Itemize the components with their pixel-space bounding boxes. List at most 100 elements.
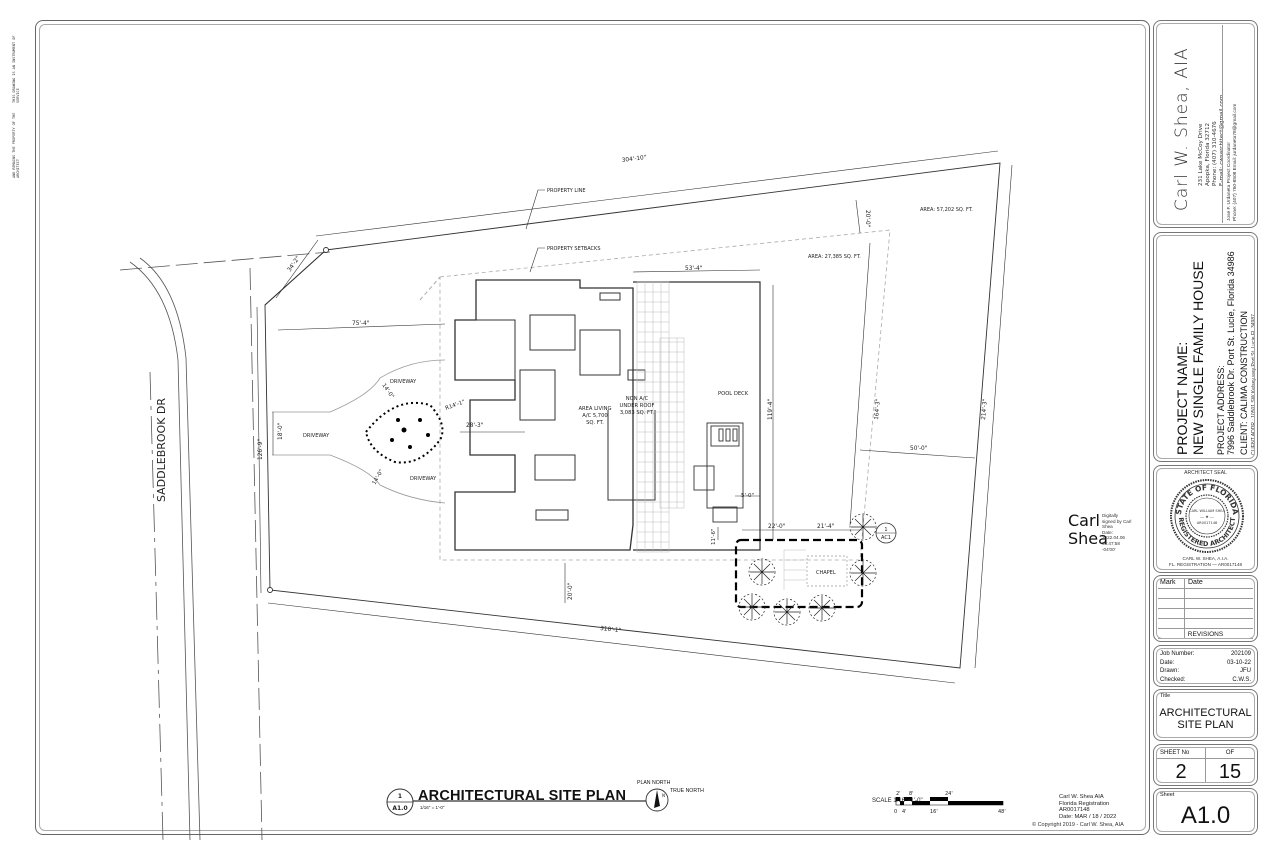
scale-tick-bottom: 16' xyxy=(930,809,938,815)
col-mark: Mark xyxy=(1158,579,1185,588)
property-setbacks-label: PROPERTY SETBACKS xyxy=(547,246,601,252)
driveway-label-left: DRIVEWAY xyxy=(303,433,330,439)
title-block: Title ARCHITECTURAL SITE PLAN xyxy=(1153,689,1258,741)
registration-stamp: Carl W. Shea AIA Florida Registration AR… xyxy=(1059,794,1116,820)
divider xyxy=(1222,25,1223,223)
scale-bar xyxy=(895,797,1004,806)
house-footprint xyxy=(454,279,761,551)
col-date: Date xyxy=(1188,579,1203,586)
job-value: 202109 xyxy=(1230,651,1251,657)
architect-seal-icon: STATE OF FLORIDA REGISTERED ARCHITECT CA… xyxy=(1170,479,1244,553)
dim-right-line: 214'-3" xyxy=(981,398,989,420)
setback-line xyxy=(439,229,891,561)
sheet-number-block: SHEET No 2 OF 15 xyxy=(1153,744,1258,786)
dim-line-right xyxy=(974,164,1013,669)
stamp-line: Carl W. Shea AIA xyxy=(1059,794,1104,800)
project-coordinator: Jose F. Urdaneta Project Coordinator Pho… xyxy=(1227,104,1239,221)
revisions-header: Mark Date xyxy=(1158,579,1253,589)
non-ac-label-3: 3,083 SQ. FT. xyxy=(620,410,655,416)
dim-chapel-w2: 21'-4" xyxy=(817,524,835,530)
address-line: 231 Lake McCoy Drive xyxy=(1198,123,1204,187)
view-title: ARCHITECTURAL SITE PLAN xyxy=(418,788,627,804)
title-line-1: ARCHITECTURAL xyxy=(1159,707,1252,719)
north-arrow-icon xyxy=(645,788,669,812)
revision-date xyxy=(1185,609,1253,618)
dim-top: 304'-10" xyxy=(622,155,648,164)
detail-ref-sheet: AC1 xyxy=(881,535,891,541)
dim-front-setback: 75'-4" xyxy=(352,321,370,327)
tree xyxy=(748,558,776,586)
sheet-label: Sheet xyxy=(1160,792,1175,798)
address-line: Phone: (407) 310-4676 xyxy=(1212,121,1218,186)
dim-chapel-offset: 11'-6" xyxy=(711,528,717,545)
area-setback-label: AREA: 27,385 SQ. FT. xyxy=(808,254,861,260)
job-label: Checked: xyxy=(1160,676,1186,683)
scale-tick-bottom: 4' xyxy=(902,809,907,815)
property-corner-angled xyxy=(264,249,327,306)
sheet-no-col: SHEET No 2 xyxy=(1157,748,1205,783)
revision-date xyxy=(1185,599,1253,608)
revision-date xyxy=(1185,619,1253,628)
leaders xyxy=(525,189,545,273)
sheet-of-value: 15 xyxy=(1218,761,1242,783)
area-living-label-1: AREA LIVING xyxy=(578,406,611,412)
coordinator-line: Phone: (407) 760-8508 Email: jurdaneta78… xyxy=(1233,103,1238,221)
non-ac-label-1: NON A/C xyxy=(626,396,649,402)
tree xyxy=(738,593,766,621)
sheet-of-col: OF 15 xyxy=(1205,748,1254,783)
seal-footer-line: CARL W. SHEA, A.I.A. xyxy=(1182,556,1229,561)
street-centerline xyxy=(149,371,164,841)
job-value: 03-10-22 xyxy=(1226,659,1251,666)
dim-house-top: 53'-4" xyxy=(685,266,703,272)
signature-meta-line: Digitally xyxy=(1102,513,1119,518)
seal-title: ARCHITECT SEAL xyxy=(1184,470,1227,476)
client: CLIENT: CALIMA CONSTRUCTION xyxy=(1239,310,1249,455)
driveway xyxy=(272,359,446,504)
right-of-way-line xyxy=(249,267,263,841)
revision-mark xyxy=(1158,609,1185,618)
revision-date xyxy=(1185,589,1253,598)
scale-tick-bottom: 48' xyxy=(998,809,1006,815)
revision-row xyxy=(1158,609,1253,619)
revision-row xyxy=(1158,629,1253,639)
seal-inner-name: CARL WILLIAM SHEA xyxy=(1189,509,1225,513)
sheet-no-label: SHEET No xyxy=(1157,748,1205,759)
architect-block: Carl W. Shea, AIA 231 Lake McCoy Drive A… xyxy=(1153,20,1258,228)
revisions-block: Mark Date REVISIONS xyxy=(1153,575,1258,642)
dim-line-bottom xyxy=(267,602,956,684)
dim-bottom-line: 310'-1" xyxy=(600,626,622,634)
area-living-label-3: SQ. FT. xyxy=(586,420,604,426)
scale-tick-top: 2' xyxy=(896,791,901,797)
trees xyxy=(738,513,877,626)
revision-mark xyxy=(1158,599,1185,608)
dim-left-side: 126'-9" xyxy=(258,439,264,460)
revisions-footer: REVISIONS xyxy=(1187,631,1224,638)
corner-marker xyxy=(323,247,329,253)
signature-meta-line: -04'00' xyxy=(1102,546,1116,552)
setback-line xyxy=(419,276,441,301)
seal-star: — ★ — xyxy=(1200,514,1214,519)
revision-row xyxy=(1158,619,1253,629)
drawing-inner-border xyxy=(39,24,1146,831)
signature-meta-line: 05:47:58 xyxy=(1102,540,1120,546)
area-living-label-2: A/C 5,700 xyxy=(582,413,607,419)
revision-mark xyxy=(1158,619,1185,628)
pool-deck-label: POOL DECK xyxy=(718,391,749,397)
dim-rear-setback: 50'-0" xyxy=(910,446,928,452)
view-title-number: 1 xyxy=(398,793,402,800)
architect-name: Carl W. Shea, AIA xyxy=(1172,47,1192,211)
site-plan-drawing: SADDLEBROOK DR PROPERTY LINE PROPERTY SE… xyxy=(119,150,1013,841)
scale-tick-top: 24' xyxy=(945,791,953,797)
title-line-2: SITE PLAN xyxy=(1177,719,1234,731)
landscape-island xyxy=(364,401,444,464)
dim-right-setback-top: 20'-0" xyxy=(864,210,870,228)
north-letter: N xyxy=(662,793,665,798)
stamp-line: Florida Registration xyxy=(1059,800,1110,807)
stamp-line: AR0017148 xyxy=(1059,807,1090,813)
tree xyxy=(808,594,836,622)
revision-row xyxy=(1158,589,1253,599)
dim-angled: 34'-2" xyxy=(287,255,302,273)
seal-footer: CARL W. SHEA, A.I.A. FL. REGISTRATION — … xyxy=(1154,556,1257,568)
street-name: SADDLEBROOK DR xyxy=(155,398,168,502)
property-line xyxy=(256,150,1013,684)
